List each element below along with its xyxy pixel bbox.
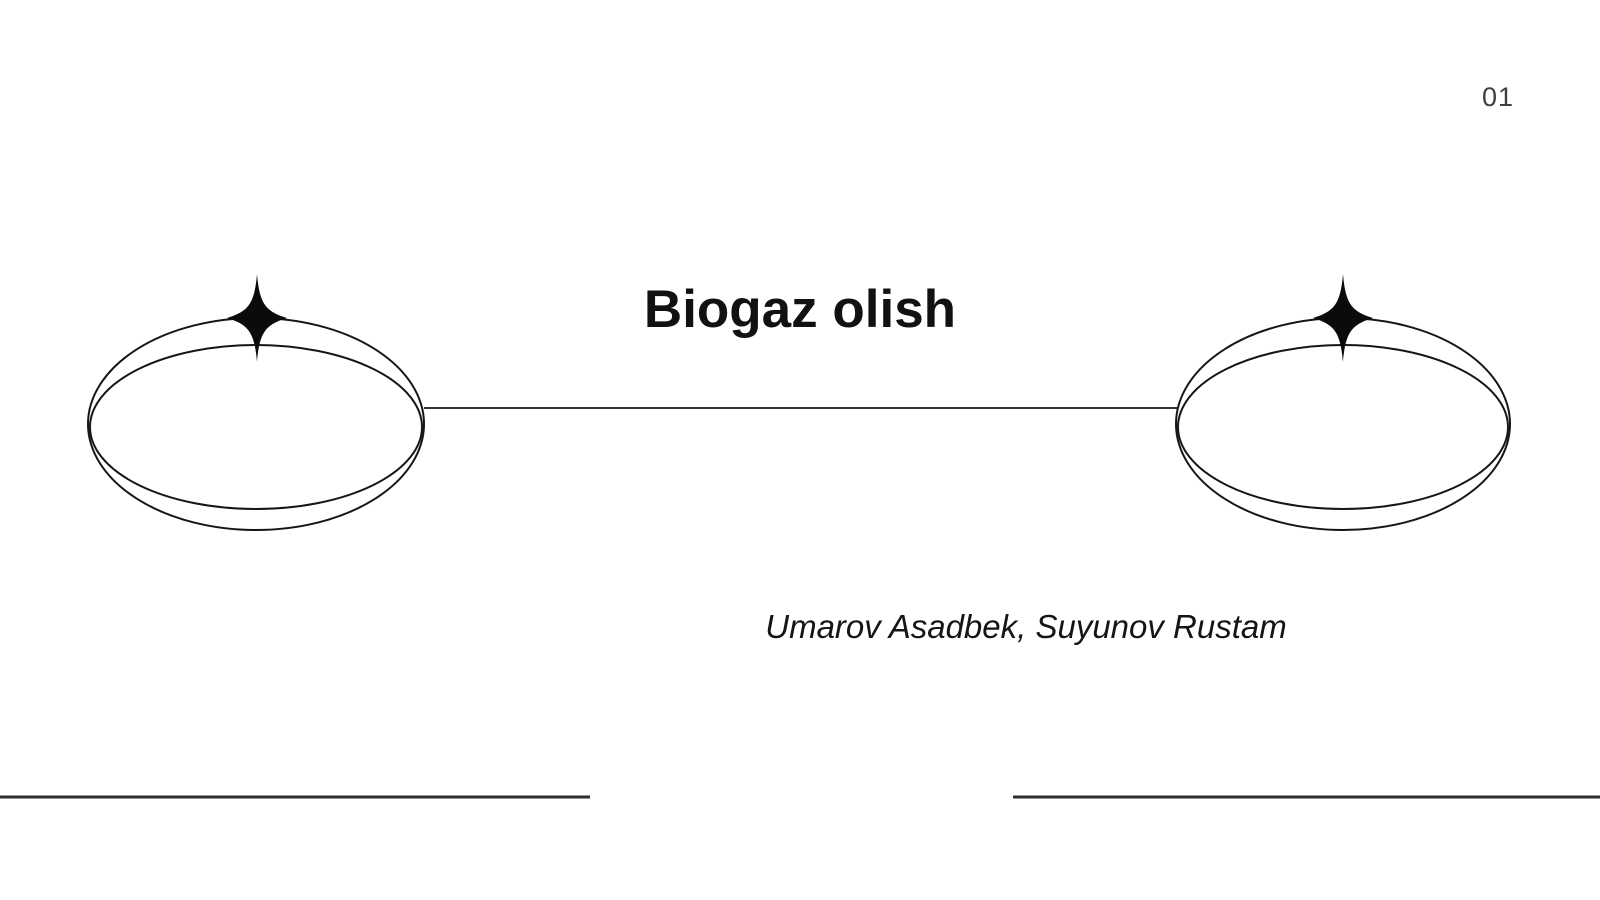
right-sparkle-icon <box>1313 274 1373 362</box>
left-sparkle-icon <box>227 274 287 362</box>
right-ring-inner-ellipse <box>1177 344 1509 510</box>
page-number: 01 <box>1481 82 1514 112</box>
slide-authors: Umarov Asadbek, Suyunov Rustam <box>765 608 1287 645</box>
left-ring-inner-ellipse <box>89 344 423 510</box>
slide-title: Biogaz olish <box>643 280 957 339</box>
